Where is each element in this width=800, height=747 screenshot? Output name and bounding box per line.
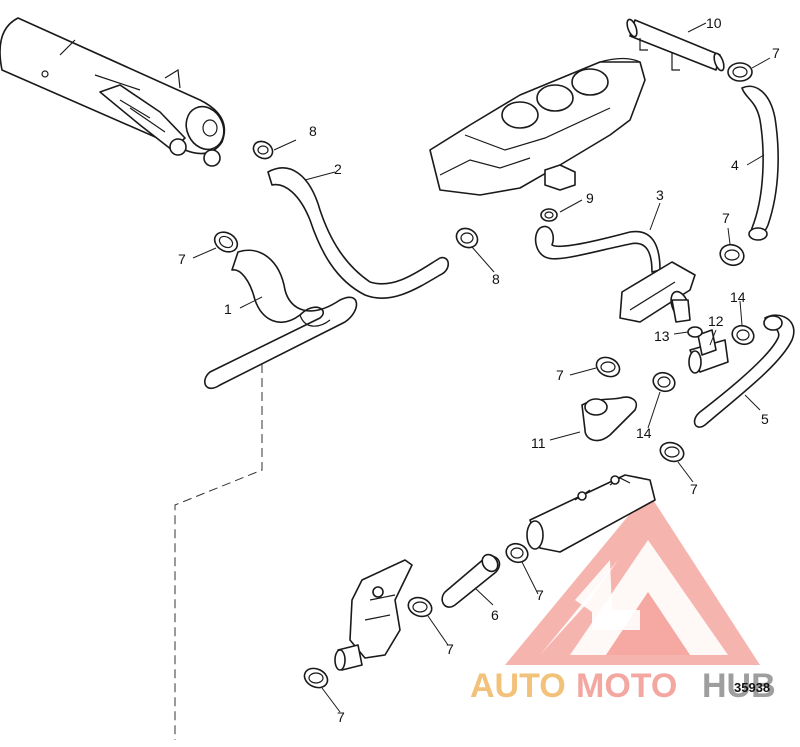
thermostat-housing [526,474,656,553]
clamp-7-c [719,243,745,267]
callout-7-f: 7 [536,587,544,603]
watermark-text-moto: MOTO [576,667,677,705]
part-5-hose [693,314,795,428]
part-1-hose [204,249,358,390]
part-10-water-pipe [626,18,725,72]
callout-10: 10 [706,15,722,31]
part-11-elbow [581,396,638,442]
callout-5: 5 [761,411,769,427]
callout-2: 2 [334,161,342,177]
part-2-hose [267,167,450,299]
assembly-dashed-line [174,350,263,740]
tee-fitting-block [619,261,696,323]
callout-14-b: 14 [636,425,652,441]
clamp-14-b [652,371,676,393]
part-4-hose [741,85,779,241]
figure-number: 35938 [734,680,770,695]
exhaust-manifold [429,57,646,196]
callout-8-b: 8 [492,271,500,287]
clamp-7-f [505,542,529,564]
callout-12: 12 [708,313,724,329]
clamp-7-h [303,667,329,689]
lower-valve-assembly [334,559,413,671]
clamp-8-b [455,227,479,249]
clamp-7-g [407,596,433,618]
callout-1: 1 [224,301,232,317]
callout-7-a: 7 [178,251,186,267]
part-6-hose [441,553,501,608]
callout-7-e: 7 [690,481,698,497]
callout-9: 9 [586,190,594,206]
callout-6: 6 [491,607,499,623]
part-3-hose [534,225,661,273]
callout-11: 11 [531,435,546,451]
callout-7-c: 7 [722,210,730,226]
callout-4: 4 [731,157,739,173]
callout-3: 3 [656,187,664,203]
callout-7-b: 7 [772,45,780,61]
watermark-logo: AUTO MOTO HUB [470,492,776,705]
clamp-13 [687,326,703,338]
callout-13: 13 [654,328,670,344]
watermark-text-hub: HUB [702,667,776,705]
part-12-tee [688,329,729,374]
leader-lines [192,22,771,713]
clamp-14-a [731,324,755,346]
callout-14-a: 14 [730,289,746,305]
watermark-text-auto: AUTO [470,667,566,705]
clamp-7-e [659,441,685,463]
clamp-8-a [252,140,274,160]
callout-8-a: 8 [309,123,317,139]
clamp-7-d [595,356,621,378]
callout-7-g: 7 [446,641,454,657]
clamp-7-b [727,62,753,82]
callout-labels: 1 2 3 4 5 6 7 7 7 7 7 7 7 7 8 8 9 10 11 … [178,15,780,725]
callout-7-h: 7 [337,709,345,725]
clamp-9 [540,208,558,222]
callout-7-d: 7 [556,367,564,383]
heat-exchanger [0,17,226,167]
clamp-7-a [213,231,239,253]
